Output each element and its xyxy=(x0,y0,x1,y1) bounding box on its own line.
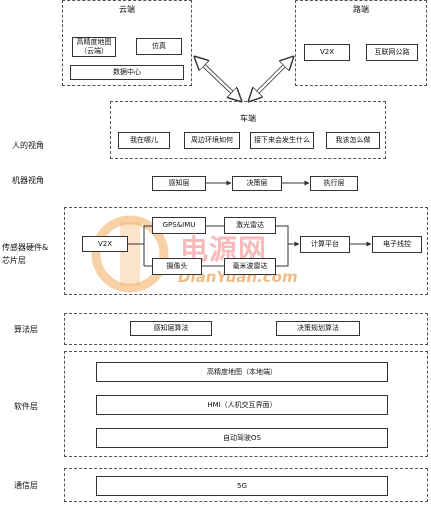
roadside-internet-road-label: 互联网公路 xyxy=(374,48,410,56)
cloud-simulation-label: 仿真 xyxy=(152,42,166,50)
row-label-software: 软件层 xyxy=(14,402,38,411)
software-section xyxy=(64,351,428,457)
roadside-internet-road-box: 互联网公路 xyxy=(366,44,418,61)
vehicle-what-to-do-label: 我该怎么做 xyxy=(335,136,371,144)
machine-execution-box: 执行层 xyxy=(310,176,358,191)
roadside-v2x-box: V2X xyxy=(304,44,350,61)
roadside-section xyxy=(295,0,427,86)
software-hmi-box: HMI（人机交互界面） xyxy=(96,395,388,415)
sensor-hw-section xyxy=(64,207,428,295)
cloud-data-center-label: 数据中心 xyxy=(113,68,141,76)
roadside-v2x-label: V2X xyxy=(319,48,335,56)
cloud-title: 云端 xyxy=(119,5,135,14)
vehicle-where-am-i-box: 我在哪儿 xyxy=(118,132,170,149)
row-label-algorithm: 算法层 xyxy=(14,325,38,334)
cloud-hd-map-label: 高精度地图 （云端） xyxy=(76,38,112,55)
row-label-human-view: 人的视角 xyxy=(12,141,44,150)
software-os-box: 自动驾驶OS xyxy=(96,428,388,448)
sensor-lidar-label: 激光雷达 xyxy=(236,221,264,229)
vehicle-what-to-do-box: 我该怎么做 xyxy=(326,132,380,149)
algorithm-section xyxy=(64,313,428,345)
sensor-lidar-box: 激光雷达 xyxy=(224,217,276,234)
vehicle-title: 车端 xyxy=(240,114,256,123)
machine-execution-label: 执行层 xyxy=(323,179,345,187)
machine-decision-label: 决策层 xyxy=(246,179,268,187)
vehicle-what-next-label: 接下来会发生什么 xyxy=(254,136,310,144)
vehicle-surroundings-box: 周边环境如何 xyxy=(184,132,240,149)
sensor-compute-label: 计算平台 xyxy=(311,240,339,248)
algorithm-perception-box: 感知层算法 xyxy=(130,321,212,336)
algorithm-planning-box: 决策规划算法 xyxy=(276,321,360,336)
machine-perception-label: 感知层 xyxy=(168,179,190,187)
sensor-gps-imu-label: GPS&IMU xyxy=(162,221,196,229)
sensor-drive-by-wire-label: 电子线控 xyxy=(383,240,411,248)
vehicle-section xyxy=(110,101,386,159)
sensor-camera-label: 摄像头 xyxy=(166,262,188,270)
communication-section xyxy=(64,468,428,502)
roadside-title: 路端 xyxy=(353,5,369,14)
communication-5g-box: 5G xyxy=(96,476,388,496)
algorithm-perception-label: 感知层算法 xyxy=(153,324,189,332)
vehicle-what-next-box: 接下来会发生什么 xyxy=(250,132,314,149)
row-label-machine-view: 机器视角 xyxy=(12,176,44,185)
cloud-data-center-box: 数据中心 xyxy=(70,65,184,80)
sensor-gps-imu-box: GPS&IMU xyxy=(152,217,206,234)
algorithm-planning-label: 决策规划算法 xyxy=(297,324,339,332)
row-label-sensor-hw: 传感器硬件& 芯片层 xyxy=(2,243,49,265)
sensor-camera-box: 摄像头 xyxy=(152,258,202,275)
sensor-drive-by-wire-box: 电子线控 xyxy=(372,236,422,253)
cloud-vehicle-double-arrow xyxy=(196,58,240,100)
machine-decision-box: 决策层 xyxy=(232,176,282,191)
road-vehicle-double-arrow xyxy=(250,58,292,100)
software-os-label: 自动驾驶OS xyxy=(223,433,261,442)
sensor-v2x-label: V2X xyxy=(97,239,113,248)
cloud-simulation-box: 仿真 xyxy=(136,38,182,55)
cloud-section xyxy=(62,0,192,86)
sensor-v2x-box: V2X xyxy=(82,236,128,252)
software-hd-map-label: 高精度地图（本地端） xyxy=(207,367,277,376)
cloud-hd-map-box: 高精度地图 （云端） xyxy=(72,37,116,57)
row-label-communication: 通信层 xyxy=(14,481,38,490)
communication-5g-label: 5G xyxy=(237,481,247,490)
software-hmi-label: HMI（人机交互界面） xyxy=(207,400,277,409)
machine-perception-box: 感知层 xyxy=(152,176,206,191)
sensor-mmwave-radar-box: 毫米波雷达 xyxy=(224,258,276,275)
software-hd-map-box: 高精度地图（本地端） xyxy=(96,362,388,382)
vehicle-where-am-i-label: 我在哪儿 xyxy=(130,136,158,144)
sensor-compute-box: 计算平台 xyxy=(300,236,350,253)
sensor-mmwave-radar-label: 毫米波雷达 xyxy=(232,262,268,270)
vehicle-surroundings-label: 周边环境如何 xyxy=(191,136,233,144)
